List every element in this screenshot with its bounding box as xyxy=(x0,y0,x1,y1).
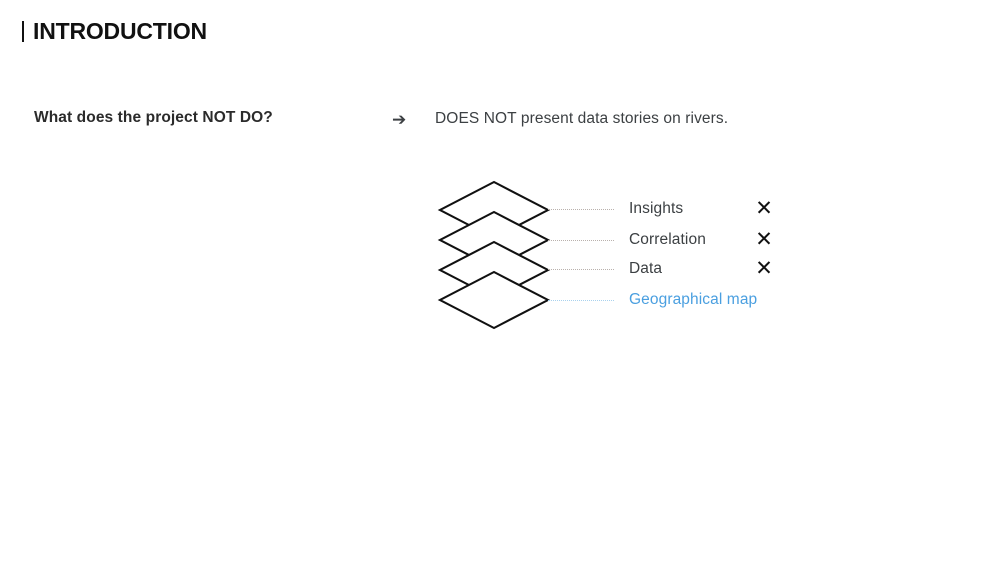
layer-legend-list: Insights ✕ Correlation ✕ Data ✕ Geograph… xyxy=(430,172,790,334)
page-title: INTRODUCTION xyxy=(22,18,207,45)
list-item: Correlation xyxy=(548,228,790,252)
layer-diamonds-graphic xyxy=(437,180,551,330)
question-label: What does the project NOT DO? xyxy=(34,109,273,126)
layer-label-insights: Insights xyxy=(629,200,684,217)
arrow-right-icon: ➔ xyxy=(392,110,407,129)
list-item: Geographical map xyxy=(548,288,790,312)
layer-label-geographical-map: Geographical map xyxy=(629,291,758,308)
answer-text: DOES NOT present data stories on rivers. xyxy=(435,110,729,127)
list-item: Data xyxy=(548,257,790,281)
layer-diamond-4 xyxy=(437,270,551,330)
cross-icon-correlation: ✕ xyxy=(755,228,773,251)
leader-line-icon xyxy=(548,300,614,301)
title-accent-bar xyxy=(22,21,24,42)
leader-line-icon xyxy=(548,269,614,270)
layer-stack-diagram: Insights ✕ Correlation ✕ Data ✕ Geograph… xyxy=(430,172,790,334)
cross-icon-insights: ✕ xyxy=(755,197,773,220)
leader-line-icon xyxy=(548,240,614,241)
layer-label-correlation: Correlation xyxy=(629,231,706,248)
leader-line-icon xyxy=(548,209,614,210)
layer-label-data: Data xyxy=(629,260,663,277)
cross-icon-data: ✕ xyxy=(755,257,773,280)
page-title-text: INTRODUCTION xyxy=(33,18,207,44)
list-item: Insights xyxy=(548,197,790,221)
